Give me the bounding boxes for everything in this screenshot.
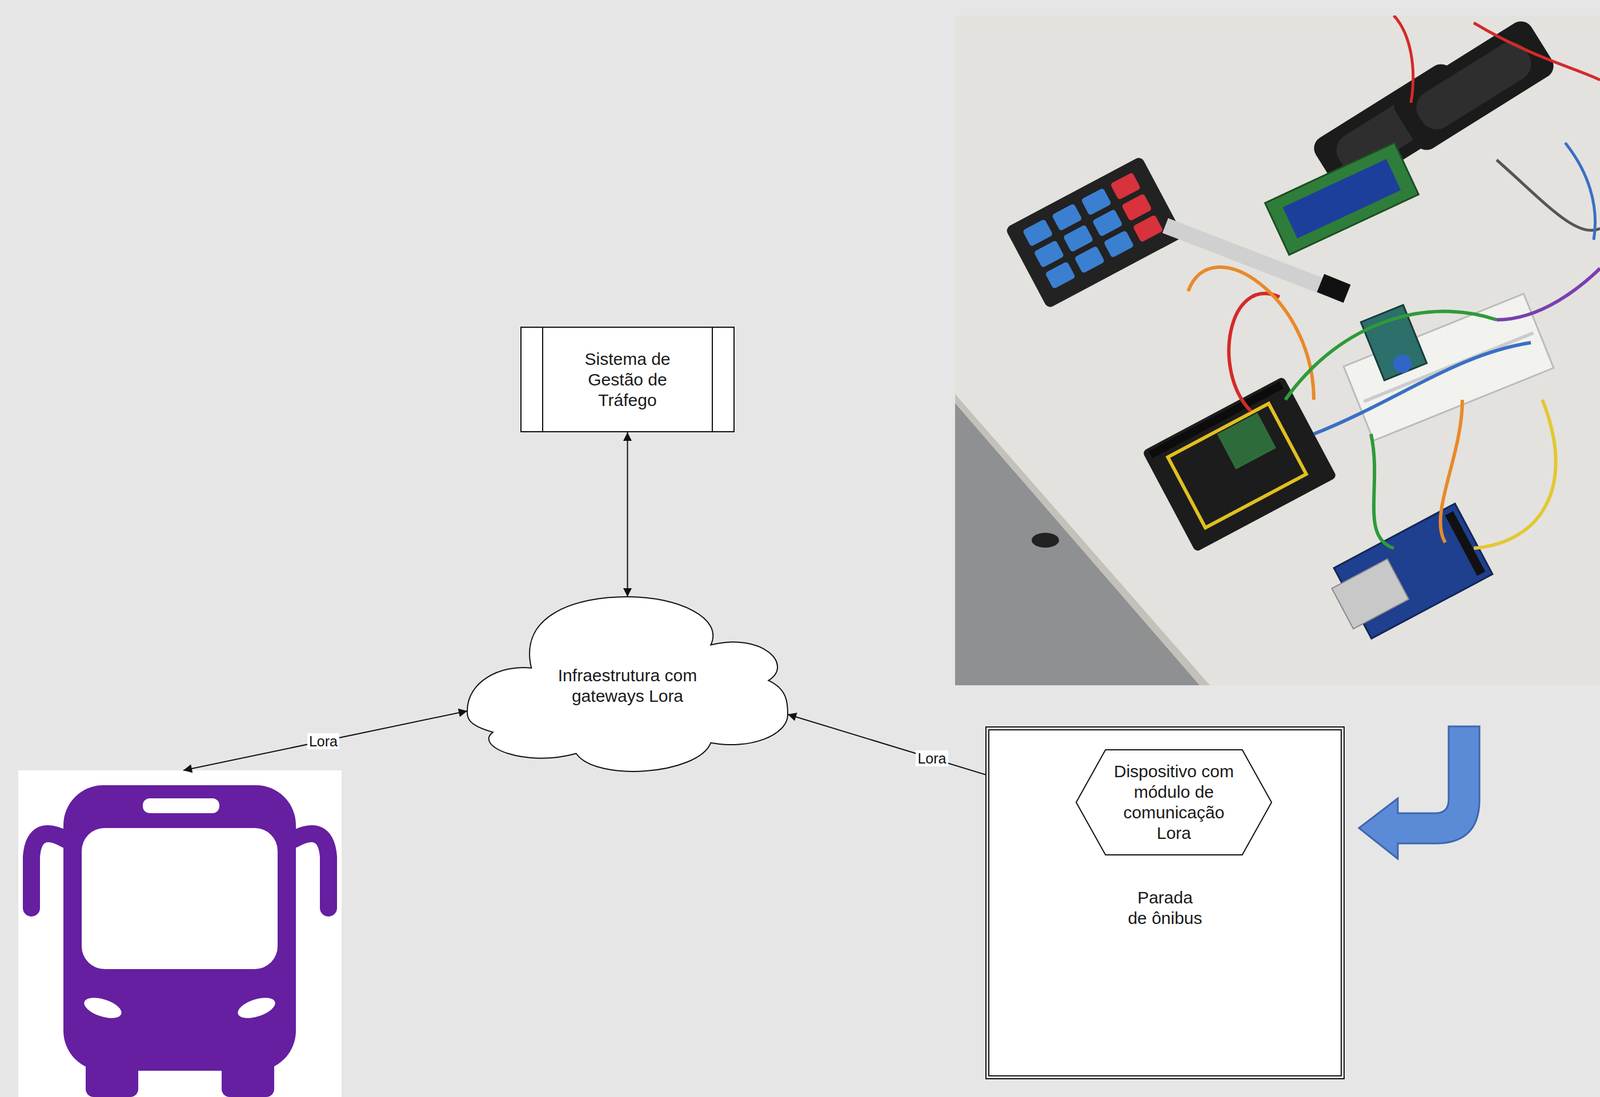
- wire: [1473, 22, 1600, 80]
- network-cloud: Infraestrutura com gateways Lora: [467, 596, 788, 776]
- bus-background: [18, 770, 342, 1097]
- process-divider: [542, 327, 544, 432]
- text-holder: Dispositivo com módulo de comunicação Lo…: [1076, 750, 1272, 856]
- device-hexagon: Dispositivo com módulo de comunicação Lo…: [1076, 750, 1272, 856]
- bus-icon: [18, 770, 342, 1097]
- wire: [1393, 15, 1414, 103]
- connector: [627, 432, 629, 597]
- sd-pins: [1445, 511, 1486, 576]
- keypad-key: [1033, 239, 1065, 268]
- table-foot: [1031, 532, 1060, 548]
- cable-header: [1316, 274, 1351, 303]
- lcd-screen: [1282, 159, 1402, 239]
- sd-card: [1332, 559, 1410, 629]
- potentiometer: [1390, 351, 1415, 376]
- keypad-key: [1121, 193, 1153, 222]
- bus-body: [63, 785, 296, 1072]
- keypad-key: [1092, 209, 1124, 238]
- microcontroller-board: [1141, 376, 1337, 553]
- edge-label: Lora: [915, 750, 948, 768]
- keypad-key: [1080, 187, 1112, 216]
- keypad-key: [1109, 172, 1141, 201]
- text-holder: Infraestrutura com gateways Lora: [467, 596, 788, 776]
- keypad-key: [1132, 214, 1164, 243]
- node-text: Sistema de Gestão de Tráfego: [582, 349, 674, 411]
- sd-card-module: [1324, 503, 1493, 645]
- ribbon-cable: [1165, 225, 1329, 289]
- wire: [1285, 311, 1497, 400]
- speaker: [1389, 16, 1559, 155]
- text-holder: Parada de ônibus: [989, 887, 1341, 929]
- bus-mirror: [31, 833, 66, 909]
- lcd-display: [1265, 142, 1419, 255]
- radio-link-line: [183, 711, 468, 771]
- wire: [1496, 268, 1600, 320]
- prototype-photo: [955, 15, 1600, 686]
- speaker-body: [1389, 16, 1559, 155]
- bus-stop-box: Parada de ônibus Dispositivo com módulo d…: [985, 726, 1345, 1080]
- module-board: [1360, 305, 1427, 381]
- bus-mirror: [293, 833, 329, 909]
- bus-sign: [142, 798, 220, 814]
- board-body: [1141, 376, 1337, 553]
- lcd-board: [1265, 142, 1419, 255]
- keypad-key: [1063, 224, 1094, 253]
- keypad-key: [1073, 245, 1105, 274]
- wire: [1370, 434, 1394, 549]
- keypad-key: [1022, 218, 1054, 247]
- wire: [1440, 399, 1463, 543]
- process-box: Sistema de Gestão de Tráfego: [520, 326, 735, 433]
- keypad: [1004, 155, 1185, 310]
- wire: [1228, 293, 1280, 412]
- wire: [1565, 142, 1596, 240]
- text-holder: Sistema de Gestão de Tráfego: [521, 327, 734, 432]
- cloud-outline: [467, 596, 788, 776]
- keypad-key: [1051, 203, 1083, 232]
- keypad-key: [1103, 230, 1135, 259]
- wire: [1473, 399, 1557, 549]
- shape-outline: [1076, 750, 1272, 856]
- pointer-arrow: [1358, 726, 1480, 860]
- bus-headlight: [235, 993, 278, 1023]
- board-module: [1217, 412, 1277, 470]
- keypad-key: [1044, 261, 1076, 290]
- table-surface: [955, 15, 1600, 686]
- speaker-cone: [1409, 35, 1538, 136]
- bus-windshield: [81, 828, 278, 970]
- node-text: Parada de ônibus: [1127, 887, 1204, 929]
- shape-outline: [467, 596, 788, 772]
- node-text: Dispositivo com módulo de comunicação Lo…: [1113, 761, 1235, 844]
- board-frame: [1167, 403, 1306, 529]
- wire: [1496, 159, 1600, 231]
- process-divider: [711, 327, 713, 432]
- lora-module: [1360, 305, 1427, 382]
- bus-headlight: [81, 993, 124, 1023]
- node-text: Infraestrutura com gateways Lora: [547, 665, 708, 707]
- wire: [1188, 267, 1314, 400]
- wire: [1313, 342, 1531, 435]
- keypad-body: [1004, 155, 1185, 310]
- link-label: Lora: [307, 733, 340, 751]
